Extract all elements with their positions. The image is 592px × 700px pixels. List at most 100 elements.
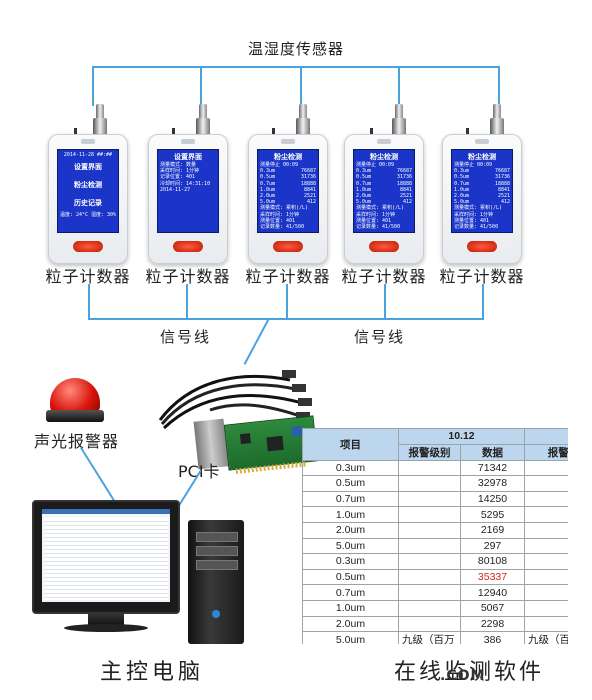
cell-level: [398, 506, 461, 523]
alarm-label: 声光报警器: [34, 432, 120, 451]
header-date: 10.12: [398, 428, 525, 445]
reading-row: 0.3um 76687: [260, 168, 316, 174]
screen-footer-line: 采样时间: 1分钟: [356, 211, 396, 218]
serial-cable-bundle: [158, 370, 312, 430]
signal-drop-1: [88, 284, 90, 318]
cell-value: 32978: [460, 475, 525, 492]
size-label: 1.0um: [356, 186, 372, 193]
software-label: 在线监测软件: [394, 660, 545, 685]
count-value: 412: [500, 199, 510, 206]
setting-row: 采样时间: 1分钟: [160, 168, 200, 175]
sensor-drop-3: [300, 66, 302, 106]
header-level: 报警级别: [398, 443, 461, 461]
sensor-group-label: 温湿度传感器: [247, 40, 344, 58]
screen-title: 粉尘检测: [274, 153, 302, 161]
table-row: 0.5um 32978: [302, 475, 568, 492]
signal-drop-2: [186, 284, 188, 318]
cell-level: [398, 599, 461, 617]
screen-footer-line: 记录数量: 41/500: [260, 224, 305, 231]
size-label: 2.0um: [260, 193, 276, 200]
particle-counter-1: 2014-11-28 ##:## 设置界面 粉尘检测 历史记录 温度: 24°C…: [48, 134, 128, 264]
screen-header: 2014-11-28 ##:##: [63, 152, 113, 158]
cell-value: 12940: [460, 584, 525, 601]
device-logo: [377, 139, 391, 144]
count-value: 2521: [303, 193, 316, 200]
software-titlebar: [42, 509, 170, 514]
count-value: 2521: [399, 193, 412, 200]
cell-value: 80108: [460, 553, 525, 570]
pci-chip: [291, 425, 303, 437]
pci-pins: [235, 461, 306, 474]
cell-item: 0.7um: [302, 490, 399, 508]
count-value: 76687: [494, 168, 510, 175]
cell-level-next: [524, 537, 568, 555]
humidity-sensor-3: [296, 104, 310, 138]
setting-row: 冷却时间: 14:31:10: [160, 180, 211, 187]
temp-readout: 温度: 24°C: [60, 212, 89, 219]
count-value: 76687: [396, 168, 412, 175]
drive-bay: [196, 546, 238, 556]
humidity-readout: 湿度: 30%: [90, 212, 116, 219]
count-value: 8841: [399, 186, 412, 193]
size-label: 0.3um: [356, 168, 372, 175]
cell-level-next: [524, 599, 568, 617]
sensor-drop-2: [200, 66, 202, 106]
reading-row: 0.3um 76687: [356, 168, 412, 174]
size-label: 0.7um: [356, 180, 372, 187]
count-value: 8841: [497, 186, 510, 193]
screen-footer-line: 测量位置: 401: [356, 217, 392, 224]
sensor-drop-5: [498, 66, 500, 106]
cell-item: 2.0um: [302, 521, 399, 539]
cell-level: [398, 490, 461, 508]
count-value: 412: [306, 199, 316, 206]
device-button: [173, 241, 203, 252]
cell-value: 2298: [460, 615, 525, 633]
cell-level: [398, 584, 461, 601]
cell-level: [398, 459, 461, 477]
signal-drop-4: [384, 284, 386, 318]
cell-item: 2.0um: [302, 615, 399, 633]
cell-item: 1.0um: [302, 506, 399, 523]
watermark: .COM: [440, 668, 486, 684]
monitoring-table: 项目 10.12 报警级别 数据 报警级 0.3um713420.5um3297…: [302, 428, 568, 644]
screen-subtitle: 测量停止 00:09: [260, 162, 299, 168]
sensor-bus-line: [92, 66, 500, 68]
screen-subtitle: 测量停止 00:09: [454, 162, 493, 168]
cell-level-next: [524, 459, 568, 477]
menu-item-settings: 设置界面: [74, 163, 102, 172]
header-item: 项目: [302, 428, 399, 461]
count-value: 31736: [396, 174, 412, 181]
device-logo: [181, 139, 195, 144]
cell-value: 5067: [460, 599, 525, 617]
menu-item-dust: 粉尘检测: [74, 181, 102, 190]
size-label: 5.0um: [356, 199, 372, 206]
cell-item: 0.3um: [302, 459, 399, 477]
drive-bay: [196, 560, 238, 570]
screen-subtitle: 测量停止 00:09: [356, 162, 395, 168]
device-button: [273, 241, 303, 252]
cell-level: [398, 537, 461, 555]
count-value: 76687: [300, 168, 316, 175]
antenna-2: [172, 128, 175, 138]
cell-item: 0.7um: [302, 584, 399, 601]
cell-level-next: [524, 521, 568, 539]
signal-bus-line: [88, 318, 484, 320]
count-value: 18888: [494, 180, 510, 187]
size-label: 0.3um: [260, 168, 276, 175]
cell-level: [398, 521, 461, 539]
header-date-next: [524, 428, 568, 445]
cell-item: 0.5um: [302, 475, 399, 492]
device-label-4: 粒子计数器: [341, 267, 427, 286]
sensor-drop-4: [398, 66, 400, 106]
